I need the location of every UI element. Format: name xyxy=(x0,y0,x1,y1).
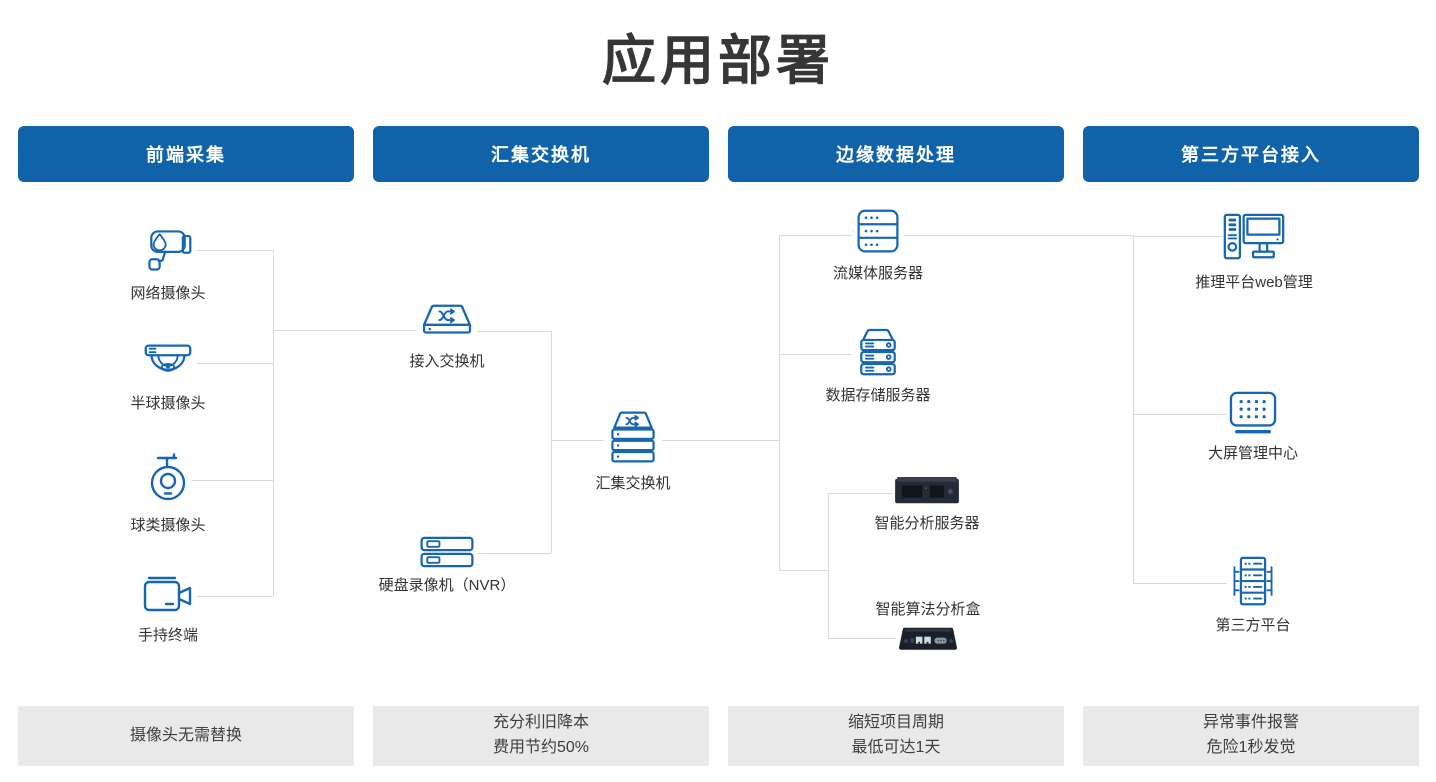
storage-server-icon xyxy=(860,328,896,376)
page-title: 应用部署 xyxy=(602,31,834,91)
ball-camera-icon xyxy=(150,453,186,501)
footer-line: 费用节约50% xyxy=(492,739,590,756)
connector-line xyxy=(662,440,779,441)
footer-benefit-cameras: 摄像头无需替换 xyxy=(18,706,354,766)
connector-line xyxy=(1133,583,1227,584)
node-storage-server: 数据存储服务器 xyxy=(798,326,958,405)
footer-line: 危险1秒发觉 xyxy=(1206,739,1296,756)
node-label: 网络摄像头 xyxy=(130,285,206,302)
footer-line: 最低可达1天 xyxy=(851,739,941,756)
node-handheld-terminal: 手持终端 xyxy=(88,572,248,645)
node-label: 数据存储服务器 xyxy=(825,387,931,404)
aggregation-switch-icon xyxy=(611,411,655,463)
column-header-frontend-capture: 前端采集 xyxy=(18,126,354,182)
connector-line xyxy=(1133,235,1134,583)
connector-line xyxy=(477,331,551,332)
node-inference-platform: 推理平台web管理 xyxy=(1174,210,1334,292)
connector-line xyxy=(779,570,828,571)
footer-benefit-cycle: 缩短项目周期 最低可达1天 xyxy=(728,706,1064,766)
node-access-switch: 接入交换机 xyxy=(367,300,527,371)
connector-line xyxy=(477,553,551,554)
connector-line xyxy=(196,250,273,251)
node-network-camera: 网络摄像头 xyxy=(88,224,248,303)
node-analysis-box: 智能算法分析盒 xyxy=(848,598,1008,653)
connector-line xyxy=(828,493,893,494)
node-aggregation-switch: 汇集交换机 xyxy=(553,408,713,493)
node-label: 智能算法分析盒 xyxy=(875,601,981,618)
node-label: 半球摄像头 xyxy=(130,395,206,412)
node-label: 大屏管理中心 xyxy=(1207,445,1298,462)
node-label: 接入交换机 xyxy=(409,353,485,370)
footer-benefit-cost: 充分利旧降本 费用节约50% xyxy=(373,706,709,766)
node-dome-camera: 半球摄像头 xyxy=(88,340,248,413)
media-server-icon xyxy=(857,209,899,253)
node-nvr: 硬盘录像机（NVR） xyxy=(367,536,527,595)
connector-line xyxy=(551,440,604,441)
inference-platform-icon xyxy=(1223,213,1285,260)
connector-line xyxy=(904,235,1133,236)
node-label: 智能分析服务器 xyxy=(874,515,980,532)
connector-line xyxy=(273,250,274,596)
node-label: 硬盘录像机（NVR） xyxy=(378,577,516,594)
connector-line xyxy=(779,235,780,570)
analysis-server-icon xyxy=(895,476,959,504)
node-label: 球类摄像头 xyxy=(130,517,206,534)
footer-line: 缩短项目周期 xyxy=(847,714,944,732)
connector-line xyxy=(828,493,829,638)
node-label: 手持终端 xyxy=(137,627,198,644)
footer-benefit-alarm: 异常事件报警 危险1秒发觉 xyxy=(1083,706,1419,766)
node-label: 推理平台web管理 xyxy=(1195,274,1313,291)
footer-line: 异常事件报警 xyxy=(1202,714,1299,732)
nvr-icon xyxy=(420,536,474,568)
handheld-terminal-icon xyxy=(143,576,192,612)
connector-line xyxy=(779,235,852,236)
node-label: 第三方平台 xyxy=(1215,617,1291,634)
connector-line xyxy=(273,330,417,331)
connector-line xyxy=(1133,414,1226,415)
connector-line xyxy=(197,363,273,364)
third-party-platform-icon xyxy=(1233,556,1273,606)
dome-camera-icon xyxy=(144,344,192,372)
column-header-edge-processing: 边缘数据处理 xyxy=(728,126,1064,182)
connector-line xyxy=(1133,236,1222,237)
column-header-third-party-access: 第三方平台接入 xyxy=(1083,126,1419,182)
column-header-aggregation-switch: 汇集交换机 xyxy=(373,126,709,182)
node-label: 流媒体服务器 xyxy=(832,265,923,282)
footer-line: 充分利旧降本 xyxy=(492,714,589,732)
bullet-camera-icon xyxy=(148,230,192,271)
big-screen-icon xyxy=(1229,391,1277,434)
connector-line xyxy=(197,596,273,597)
connector-line xyxy=(551,331,552,553)
node-label: 汇集交换机 xyxy=(595,475,671,492)
node-third-party: 第三方平台 xyxy=(1173,556,1333,635)
connector-line xyxy=(779,354,852,355)
connector-line xyxy=(828,638,896,639)
analysis-box-icon xyxy=(899,627,957,650)
node-analysis-server: 智能分析服务器 xyxy=(847,476,1007,533)
node-ball-camera: 球类摄像头 xyxy=(88,452,248,535)
node-media-server: 流媒体服务器 xyxy=(798,208,958,283)
footer-line: 摄像头无需替换 xyxy=(129,726,242,744)
node-screen-center: 大屏管理中心 xyxy=(1173,390,1333,463)
access-switch-icon xyxy=(422,304,472,334)
connector-line xyxy=(192,480,273,481)
